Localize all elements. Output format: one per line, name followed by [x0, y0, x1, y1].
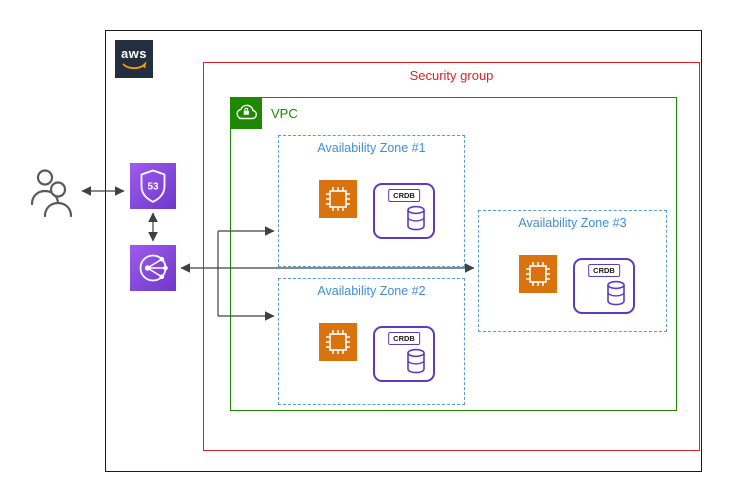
ec2-instance-icon — [319, 323, 357, 361]
availability-zone-3-box: Availability Zone #3 CRDB — [478, 210, 667, 332]
route53-icon: 53 — [130, 163, 176, 209]
route53-number: 53 — [147, 182, 159, 193]
crdb-node: CRDB — [573, 258, 635, 314]
security-group-box: Security group — [203, 62, 700, 451]
crdb-node-label: CRDB — [388, 189, 420, 202]
availability-zone-2-label: Availability Zone #2 — [317, 284, 426, 298]
vpc-icon — [230, 97, 262, 129]
database-icon — [407, 205, 425, 231]
aws-logo: aws — [115, 40, 153, 78]
vpc-label: VPC — [271, 106, 298, 121]
database-icon — [407, 348, 425, 374]
database-icon — [607, 280, 625, 306]
availability-zone-2-box: Availability Zone #2 CRDB — [278, 278, 465, 405]
crdb-node-label: CRDB — [388, 332, 420, 345]
users-icon — [30, 167, 76, 219]
ec2-instance-icon — [519, 255, 557, 293]
aws-smile-icon — [122, 61, 147, 70]
load-balancer-icon — [130, 245, 176, 291]
aws-logo-text: aws — [120, 46, 148, 61]
availability-zone-3-label: Availability Zone #3 — [518, 216, 627, 230]
security-group-label: Security group — [409, 68, 494, 83]
ec2-instance-icon — [319, 180, 357, 218]
vpc-box: VPC — [230, 97, 677, 411]
crdb-node: CRDB — [373, 183, 435, 239]
availability-zone-1-box: Availability Zone #1 CRDB — [278, 135, 465, 267]
crdb-node: CRDB — [373, 326, 435, 382]
aws-cloud-box — [105, 30, 702, 472]
crdb-node-label: CRDB — [588, 264, 620, 277]
availability-zone-1-label: Availability Zone #1 — [317, 141, 426, 155]
